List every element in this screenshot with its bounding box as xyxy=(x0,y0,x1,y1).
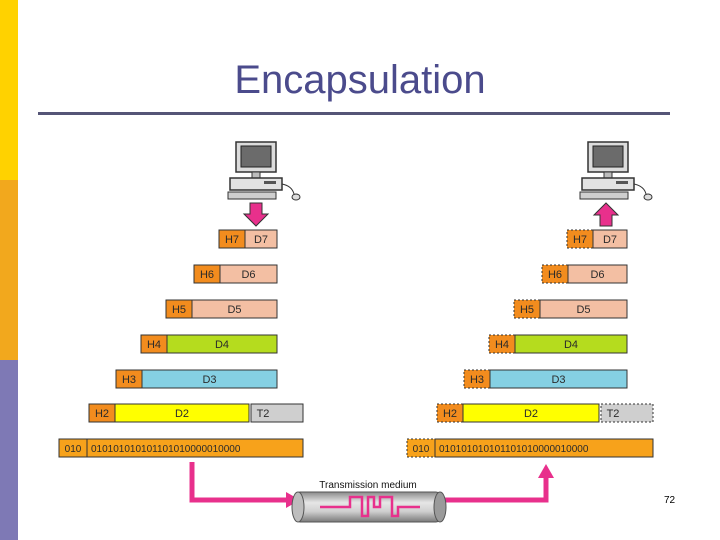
arrow-down-to-stack-icon xyxy=(242,202,270,227)
layer-data-label: D5 xyxy=(576,304,590,316)
layer-header xyxy=(566,229,594,249)
layer-header-label: H2 xyxy=(95,408,109,420)
layer-header-label: H7 xyxy=(225,234,239,246)
physical-bits xyxy=(434,438,654,458)
layer-header-label: H3 xyxy=(122,374,136,386)
layer-data-label: D7 xyxy=(254,234,268,246)
layer-header-label: H6 xyxy=(548,269,562,281)
layer-data xyxy=(114,403,250,423)
layer-trailer-label: T2 xyxy=(607,408,620,420)
sidebar-purple-band xyxy=(0,360,18,540)
physical-header-label: 010 xyxy=(65,444,82,455)
layer-data xyxy=(514,334,628,354)
title-underline xyxy=(38,112,670,115)
layer-data-label: D6 xyxy=(241,269,255,281)
page-number: 72 xyxy=(664,495,676,506)
layer-data-label: D7 xyxy=(603,234,617,246)
layer-trailer-label: T2 xyxy=(257,408,270,420)
layer-data-label: D3 xyxy=(551,374,565,386)
layer-data xyxy=(191,299,278,319)
layer-data xyxy=(244,229,278,249)
layer-trailer xyxy=(600,403,654,423)
layer-header-label: H3 xyxy=(470,374,484,386)
arrow-up-from-stack-icon xyxy=(592,202,620,227)
layer-data-label: D6 xyxy=(590,269,604,281)
layer-data xyxy=(141,369,278,389)
layer-data-label: D5 xyxy=(227,304,241,316)
physical-bits-label: 010101010101101010000010000 xyxy=(91,444,241,455)
layer-header xyxy=(463,369,491,389)
physical-header-label: 010 xyxy=(413,444,430,455)
sidebar-yellow-band xyxy=(0,0,18,180)
layer-data xyxy=(539,299,628,319)
arrow-from-medium-icon xyxy=(444,476,549,503)
layer-header-label: H5 xyxy=(520,304,534,316)
layer-data xyxy=(219,264,278,284)
layer-header xyxy=(436,403,464,423)
layer-data-label: D4 xyxy=(215,339,229,351)
layer-data xyxy=(462,403,600,423)
layer-data xyxy=(166,334,278,354)
layer-header xyxy=(541,264,569,284)
layer-data xyxy=(489,369,628,389)
physical-bits xyxy=(86,438,304,458)
layer-header xyxy=(513,299,541,319)
medium-label: Transmission medium xyxy=(319,480,416,491)
layer-header xyxy=(488,334,516,354)
receiver-computer-icon xyxy=(579,141,653,201)
layer-data xyxy=(567,264,628,284)
physical-bits-label: 010101010101101010000010000 xyxy=(439,444,589,455)
layer-data-label: D4 xyxy=(564,339,578,351)
transmission-cable-icon xyxy=(291,491,447,523)
layer-data-label: D3 xyxy=(202,374,216,386)
sender-computer-icon xyxy=(227,141,301,201)
layer-header-label: H2 xyxy=(443,408,457,420)
sidebar-orange-band xyxy=(0,180,18,360)
layer-header-label: H4 xyxy=(147,339,161,351)
arrow-from-medium-head-icon xyxy=(538,464,554,478)
slide-title: Encapsulation xyxy=(234,58,486,102)
layer-header-label: H7 xyxy=(573,234,587,246)
arrow-to-medium-icon xyxy=(189,462,288,503)
layer-header-label: H5 xyxy=(172,304,186,316)
layer-header-label: H6 xyxy=(200,269,214,281)
layer-trailer xyxy=(250,403,304,423)
layer-data-label: D2 xyxy=(175,408,189,420)
layer-data-label: D2 xyxy=(524,408,538,420)
layer-data xyxy=(592,229,628,249)
layer-header-label: H4 xyxy=(495,339,509,351)
